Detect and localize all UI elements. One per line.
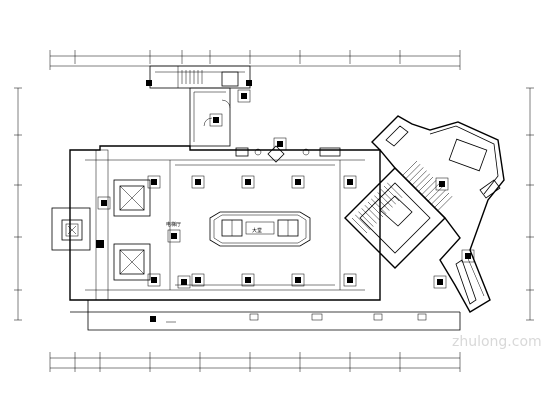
stair-tread — [387, 182, 403, 198]
north-stair-tower — [146, 65, 252, 147]
stair-tread — [371, 198, 387, 214]
bottom-wall-fixtures — [150, 313, 427, 323]
stair-tread — [421, 180, 437, 196]
left-dimension-line — [14, 87, 22, 321]
room-label-elevator-hall: 电梯厅 — [166, 221, 181, 228]
stair-tread — [411, 170, 427, 186]
stair-tread — [433, 192, 450, 209]
stair-tread — [374, 195, 390, 211]
east-wing — [371, 115, 505, 313]
stair-tread — [351, 217, 368, 234]
ceiling-fixture-grid — [97, 89, 475, 289]
ceiling-light-symbol — [241, 273, 255, 287]
watermark-text: zhulong.com — [452, 334, 542, 350]
stair-tread — [383, 185, 400, 202]
stair-tread — [414, 173, 430, 189]
ceiling-light-symbol — [343, 273, 357, 287]
ceiling-light-symbol — [273, 137, 287, 151]
ceiling-light-symbol — [191, 175, 205, 189]
stair-tread — [364, 205, 380, 221]
stair-tread — [377, 192, 393, 208]
stair-tread — [424, 183, 440, 199]
ceiling-light-symbol — [191, 273, 205, 287]
reception-counter — [209, 211, 311, 247]
top-wall-fixtures — [235, 145, 341, 163]
stair-tread — [405, 164, 421, 180]
ceiling-light-symbol — [241, 175, 255, 189]
elevator-shaft-upper — [113, 179, 151, 217]
elevator-shaft-lower — [113, 243, 151, 281]
ceiling-light-symbol — [97, 196, 111, 210]
stair-tread — [358, 211, 374, 227]
ceiling-light-symbol — [237, 89, 251, 103]
stair-tread — [401, 160, 418, 177]
stair-tread — [355, 214, 371, 230]
stair-tread — [408, 167, 424, 183]
east-stair — [344, 160, 453, 269]
ceiling-light-symbol — [147, 175, 161, 189]
bottom-dimension-line — [49, 352, 461, 372]
ceiling-light-symbol — [461, 249, 475, 263]
right-dimension-line — [526, 87, 534, 321]
ceiling-light-symbol — [291, 273, 305, 287]
stair-tread — [380, 189, 396, 205]
ceiling-light-symbol — [147, 273, 161, 287]
stair-tread — [367, 201, 384, 218]
ceiling-light-symbol — [209, 113, 223, 127]
ceiling-light-symbol — [177, 275, 191, 289]
top-dimension-line — [49, 50, 461, 70]
stair-tread — [437, 196, 453, 212]
ceiling-light-symbol — [291, 175, 305, 189]
ceiling-light-symbol — [343, 175, 357, 189]
ceiling-light-symbol — [167, 229, 181, 243]
ceiling-light-symbol — [435, 177, 449, 191]
room-label-lobby: 大堂 — [252, 227, 262, 234]
west-vestibule — [51, 149, 109, 301]
stair-tread — [361, 208, 377, 224]
stair-tread — [430, 189, 446, 205]
stair-tread — [417, 176, 434, 193]
ceiling-light-symbol — [433, 275, 447, 289]
stair-tread — [427, 186, 443, 202]
main-building-outline — [69, 145, 461, 331]
